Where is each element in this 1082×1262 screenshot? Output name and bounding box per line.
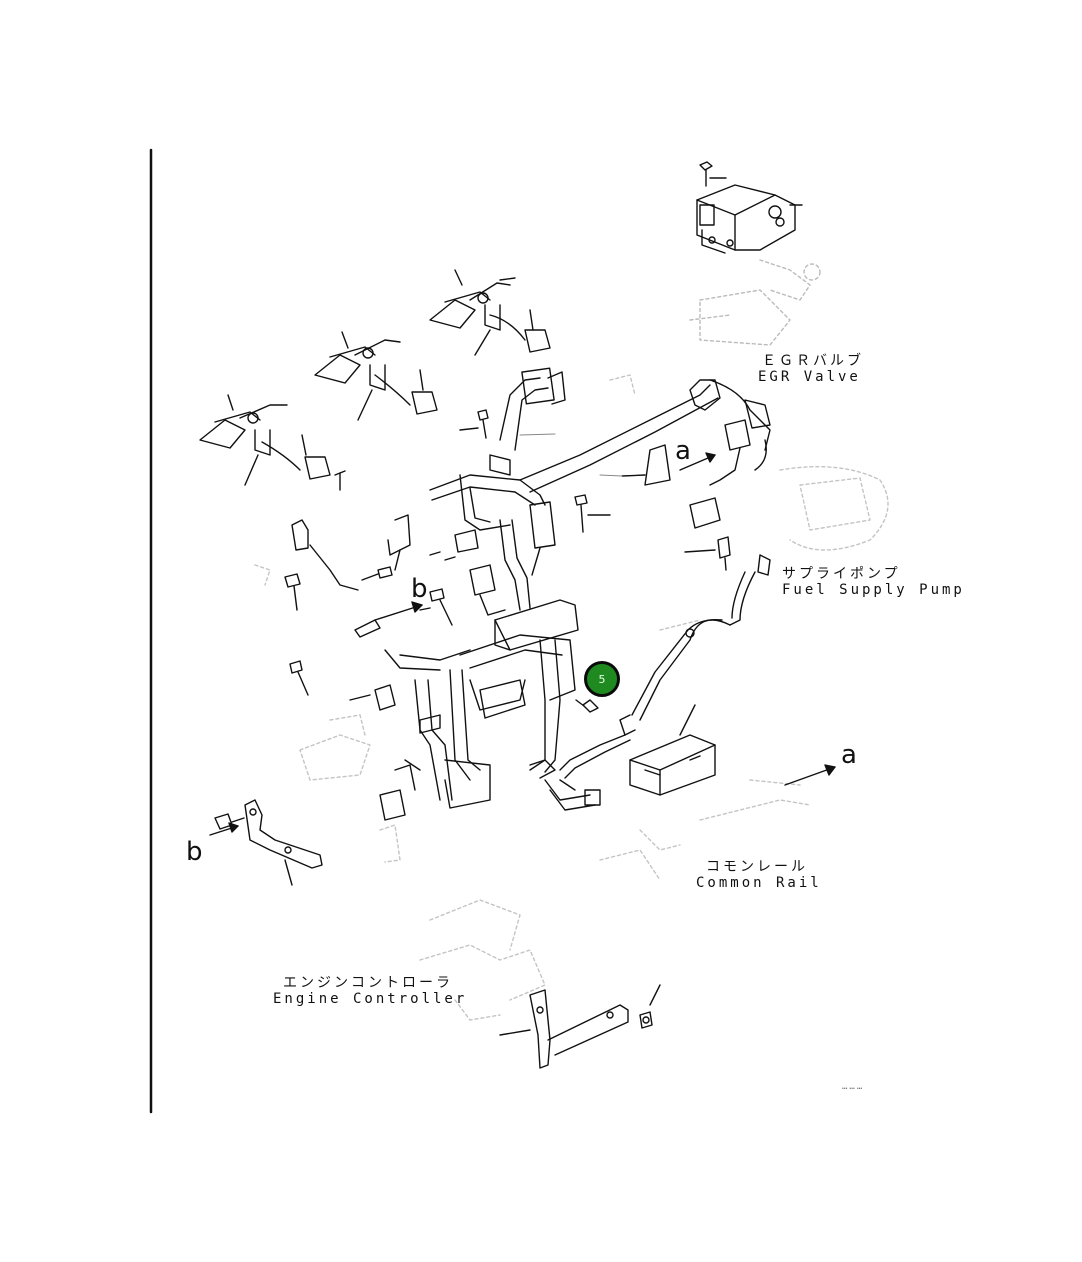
egr-valve-drawing bbox=[696, 184, 803, 254]
injector-connector-3 bbox=[199, 394, 346, 491]
leader-lines bbox=[519, 433, 623, 477]
engine-controller-box bbox=[629, 704, 716, 796]
arrow-letter-a-lower: a bbox=[841, 740, 857, 770]
egr-ghost-parts bbox=[689, 259, 821, 346]
bolts bbox=[284, 409, 731, 713]
engine-controller-label-jp: エンジンコントローラ bbox=[283, 975, 453, 991]
fuel-pump-label-en: Fuel Supply Pump bbox=[782, 582, 965, 598]
part-marker-5[interactable]: 5 bbox=[584, 661, 620, 697]
ghost-parts bbox=[254, 374, 889, 1021]
egr-bolt bbox=[699, 161, 727, 187]
document-id: ……… bbox=[842, 1082, 865, 1092]
arrow-letter-a-upper: a bbox=[675, 436, 691, 466]
common-rail-label-jp: コモンレール bbox=[706, 859, 808, 875]
common-rail-label-en: Common Rail bbox=[696, 875, 822, 891]
injector-connector-2 bbox=[314, 331, 438, 421]
fuel-pump-label-jp: サプライポンプ bbox=[782, 566, 901, 582]
lower-left-bracket bbox=[214, 799, 323, 886]
injector-connector-1 bbox=[429, 269, 551, 356]
egr-valve-label-en: EGR Valve bbox=[758, 369, 861, 385]
arrow-letter-b-middle: b bbox=[411, 574, 428, 604]
egr-valve-label-jp: ＥＧＲバルブ bbox=[762, 353, 864, 369]
arrow-letter-b-lower: b bbox=[186, 837, 203, 867]
main-harness bbox=[349, 367, 771, 821]
controller-mount-bracket bbox=[499, 984, 661, 1069]
engine-controller-label-en: Engine Controller bbox=[273, 991, 468, 1007]
arrows bbox=[209, 452, 836, 836]
fuel-hose bbox=[559, 554, 771, 791]
